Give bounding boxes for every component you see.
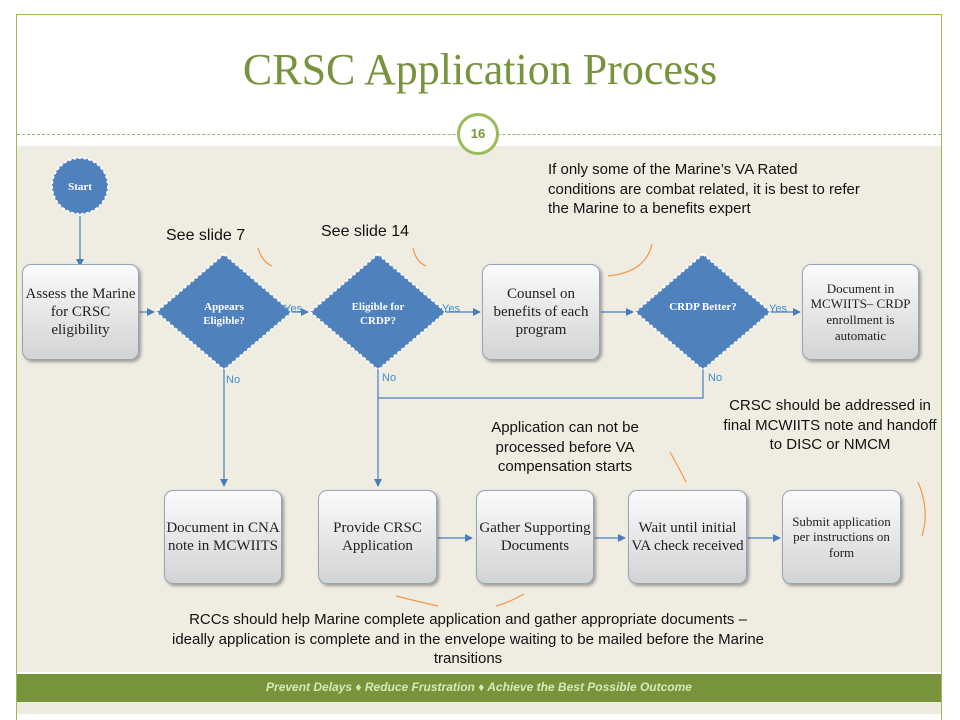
start-label: Start — [68, 181, 92, 193]
decision-appears-eligible — [154, 252, 294, 372]
no-label-better: No — [708, 372, 723, 384]
note-rccs-help: RCCs should help Marine complete applica… — [171, 611, 765, 667]
decision-eligible-crdp — [308, 252, 448, 372]
counsel-benefits-box: Counsel on benefits of each program — [482, 264, 600, 360]
footer-strip — [17, 702, 941, 714]
note-see-slide-7: See slide 7 — [166, 227, 246, 244]
yes-label-crdp: Yes — [442, 303, 460, 315]
yes-label-better: Yes — [769, 303, 787, 315]
provide-crsc-box: Provide CRSC Application — [318, 490, 437, 584]
appears-eligible-label: Appears Eligible? — [203, 301, 245, 328]
decision-crdp-better — [633, 252, 773, 372]
no-label-crdp: No — [382, 372, 397, 384]
start-node — [51, 157, 109, 215]
gather-documents-box: Gather Supporting Documents — [476, 490, 594, 584]
assess-eligibility-box: Assess the Marine for CRSC eligibility — [22, 264, 139, 360]
note-see-slide-14: See slide 14 — [321, 223, 410, 240]
footer-bar — [17, 674, 941, 702]
slide-title: CRSC Application Process — [242, 45, 718, 94]
note-cannot-process: Application can not be processed before … — [491, 419, 639, 475]
note-partial-combat: If only some of the Marine’s VA Rated co… — [548, 161, 860, 217]
no-label-appears: No — [226, 374, 241, 386]
slide-frame — [16, 14, 942, 720]
wait-check-box: Wait until initial VA check received — [628, 490, 747, 584]
eligible-crdp-label: Eligible for CRDP? — [351, 301, 405, 328]
slide-number-badge: 16 — [457, 113, 499, 155]
crdp-better-label: CRDP Better? — [669, 301, 737, 313]
connector-lines — [76, 216, 801, 542]
document-cna-box: Document in CNA note in MCWIITS — [164, 490, 282, 584]
document-mcwiits-box: Document in MCWIITS– CRDP enrollment is … — [802, 264, 919, 360]
note-crsc-final: CRSC should be addressed in final MCWIIT… — [723, 397, 937, 453]
content-background — [17, 146, 941, 672]
submit-application-box: Submit application per instructions on f… — [782, 490, 901, 584]
yes-label-appears: Yes — [284, 303, 302, 315]
footer-tagline: Prevent Delays ♦ Reduce Frustration ♦ Ac… — [266, 680, 692, 694]
callout-brackets — [257, 243, 926, 607]
